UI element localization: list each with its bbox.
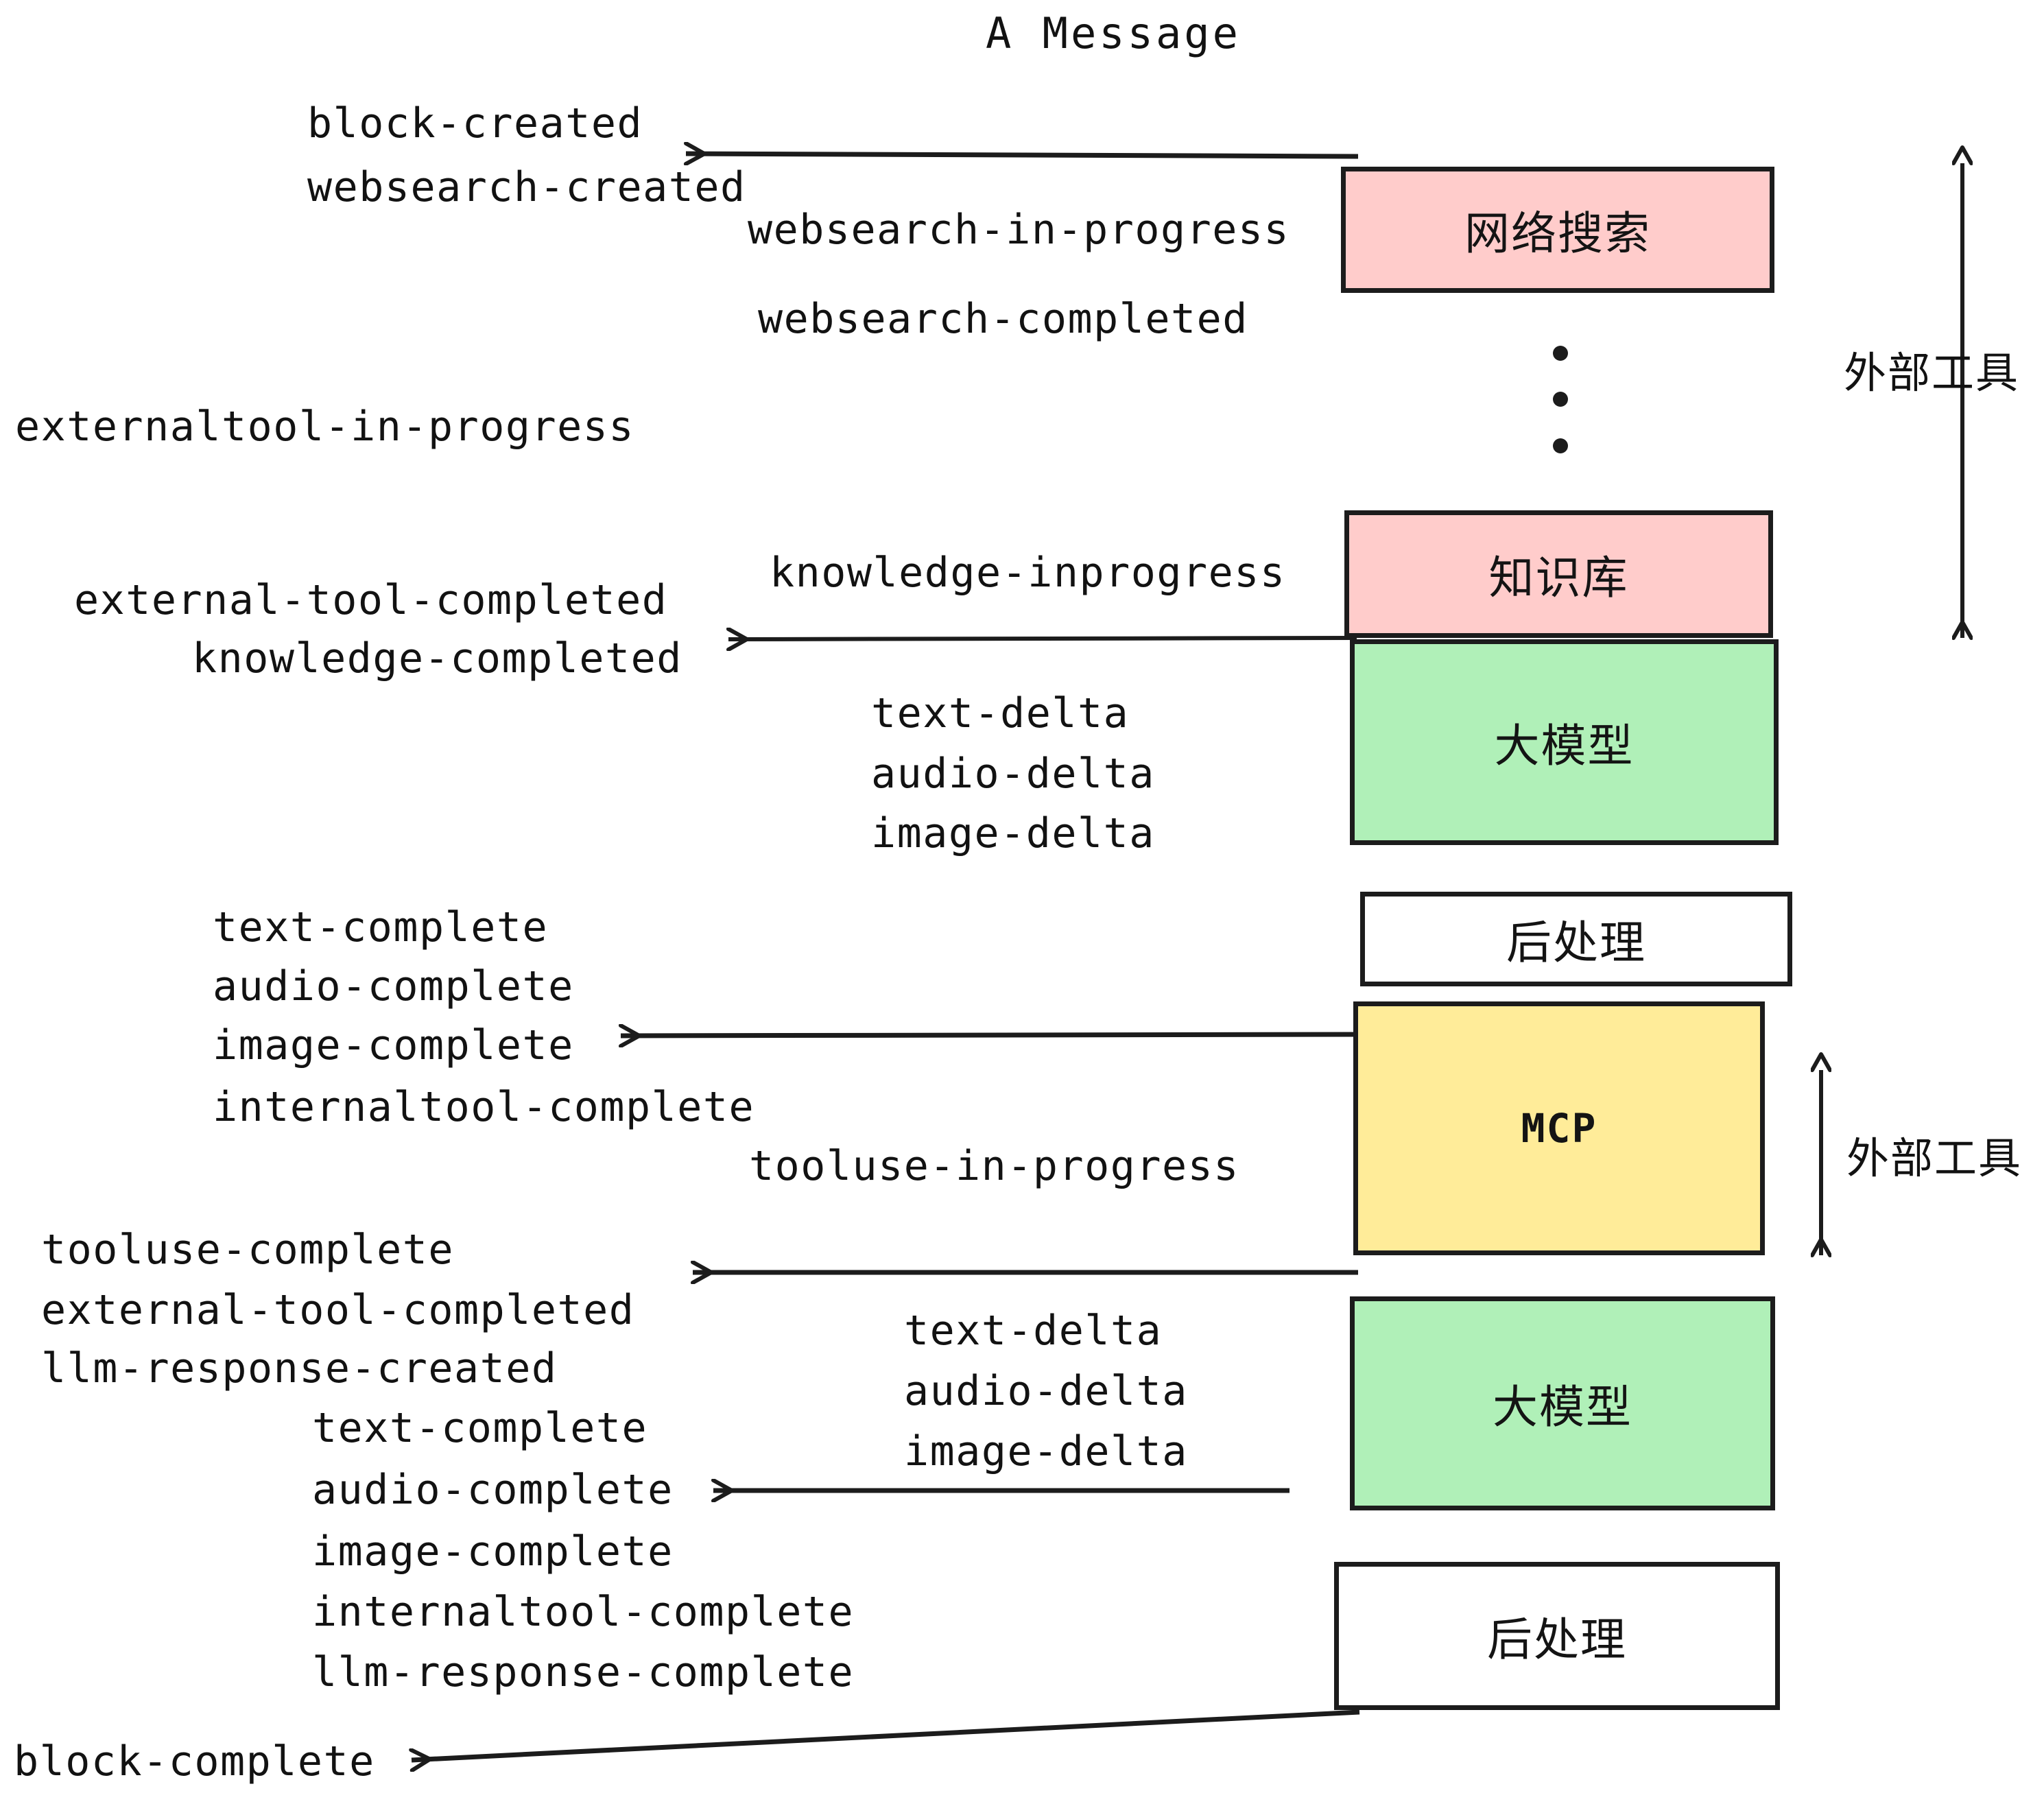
group-label-external-tools-top: 外部工具 bbox=[1844, 348, 2020, 398]
event-knowledge-inprogress: knowledge-inprogress bbox=[770, 549, 1286, 597]
event-image-complete-1: image-complete bbox=[213, 1021, 574, 1069]
event-text-complete-2: text-complete bbox=[312, 1404, 648, 1452]
event-external-tool-completed-1: external-tool-completed bbox=[74, 576, 668, 624]
node-mcp-label: MCP bbox=[1521, 1105, 1597, 1152]
arrow-image-complete bbox=[621, 1034, 1362, 1036]
event-block-created: block-created bbox=[307, 99, 643, 147]
event-llm-response-created: llm-response-created bbox=[41, 1344, 558, 1392]
event-external-tool-completed-2: external-tool-completed bbox=[41, 1286, 635, 1334]
arrow-block-complete bbox=[412, 1709, 1360, 1760]
event-websearch-completed: websearch-completed bbox=[758, 295, 1248, 343]
event-image-delta-2: image-delta bbox=[904, 1427, 1188, 1475]
node-knowledge-label: 知识库 bbox=[1488, 551, 1629, 604]
event-knowledge-completed: knowledge-completed bbox=[192, 634, 682, 683]
node-postprocess-2-label: 后处理 bbox=[1487, 1613, 1627, 1666]
event-text-delta-2: text-delta bbox=[904, 1307, 1163, 1355]
node-postprocess-1-label: 后处理 bbox=[1506, 916, 1646, 969]
event-websearch-in-progress: websearch-in-progress bbox=[748, 206, 1290, 254]
node-postprocess-2[interactable]: 后处理 bbox=[1334, 1562, 1780, 1710]
group-label-external-tools-bottom: 外部工具 bbox=[1846, 1133, 2023, 1183]
diagram-title: A Message bbox=[986, 8, 1241, 58]
node-llm-2-label: 大模型 bbox=[1493, 1381, 1632, 1434]
event-image-complete-2: image-complete bbox=[312, 1528, 674, 1576]
event-llm-response-complete: llm-response-complete bbox=[312, 1648, 855, 1696]
event-tooluse-in-progress: tooluse-in-progress bbox=[749, 1142, 1239, 1190]
node-websearch[interactable]: 网络搜索 bbox=[1341, 167, 1774, 293]
event-audio-delta-1: audio-delta bbox=[871, 750, 1155, 798]
node-mcp[interactable]: MCP bbox=[1353, 1001, 1765, 1255]
node-knowledge[interactable]: 知识库 bbox=[1344, 510, 1773, 638]
ellipsis-dot-2 bbox=[1553, 392, 1568, 407]
event-internaltool-complete-2: internaltool-complete bbox=[312, 1588, 855, 1636]
event-audio-delta-2: audio-delta bbox=[904, 1367, 1188, 1415]
event-externaltool-in-progress: externaltool-in-progress bbox=[15, 403, 634, 451]
event-image-delta-1: image-delta bbox=[871, 809, 1155, 857]
event-audio-complete-2: audio-complete bbox=[312, 1466, 674, 1514]
event-block-complete: block-complete bbox=[14, 1737, 375, 1785]
event-text-complete-1: text-complete bbox=[213, 903, 549, 951]
event-websearch-created: websearch-created bbox=[307, 163, 746, 211]
ellipsis-dot-1 bbox=[1553, 346, 1568, 361]
node-websearch-label: 网络搜索 bbox=[1464, 207, 1651, 260]
node-llm-2[interactable]: 大模型 bbox=[1350, 1296, 1775, 1510]
event-audio-complete-1: audio-complete bbox=[213, 962, 574, 1010]
event-tooluse-complete: tooluse-complete bbox=[41, 1226, 454, 1274]
event-text-delta-1: text-delta bbox=[871, 689, 1130, 737]
arrow-websearch-created bbox=[686, 154, 1359, 156]
node-llm-1-label: 大模型 bbox=[1494, 720, 1635, 772]
event-internaltool-complete-1: internaltool-complete bbox=[213, 1083, 755, 1131]
node-llm-1[interactable]: 大模型 bbox=[1350, 639, 1779, 845]
arrow-knowledge-completed bbox=[728, 638, 1357, 639]
ellipsis-dot-3 bbox=[1553, 438, 1568, 453]
node-postprocess-1[interactable]: 后处理 bbox=[1360, 892, 1792, 986]
